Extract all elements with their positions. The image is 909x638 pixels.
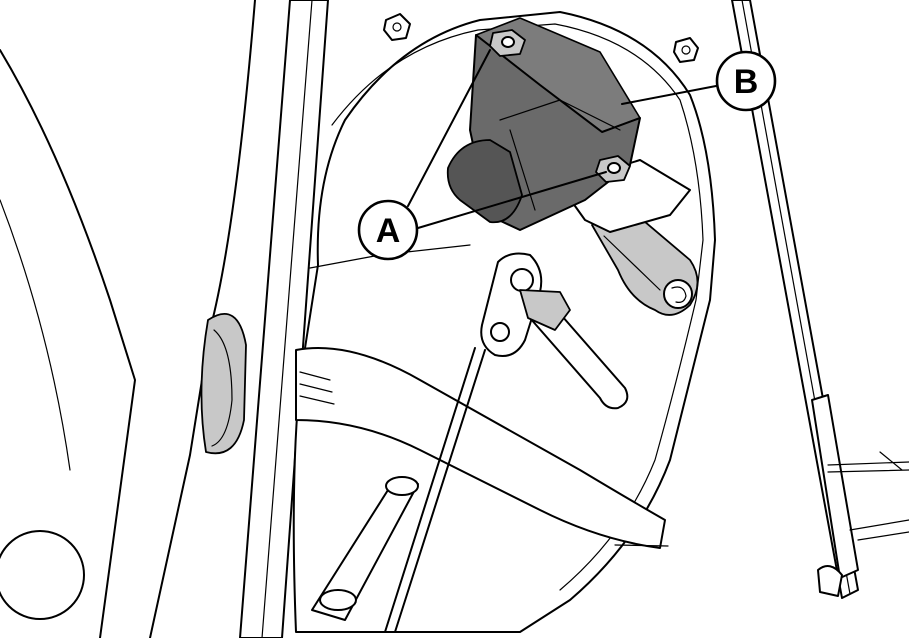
weld-nut-right xyxy=(673,37,699,63)
right-wire-lower xyxy=(849,519,909,541)
mounting-hole xyxy=(0,530,85,620)
frame-rail-left xyxy=(239,0,329,638)
cross-member-ribs xyxy=(299,371,335,405)
callout-a-circle xyxy=(357,199,419,261)
callout-b-label: B xyxy=(734,63,759,101)
right-wire-upper xyxy=(827,451,909,473)
linkage-rod xyxy=(384,347,486,633)
sensor-link-pivot-clip xyxy=(671,286,687,303)
cross-member xyxy=(295,347,666,549)
right-bracket-plate xyxy=(811,394,859,579)
hinge-bushing xyxy=(200,312,247,455)
left-body-panel xyxy=(0,49,136,638)
lower-rod-end xyxy=(319,589,357,611)
sensor-body-seam xyxy=(499,99,621,211)
access-opening-flange xyxy=(331,23,704,591)
sensor-mount-stud-lower xyxy=(607,162,621,174)
lever-hole-lower xyxy=(490,322,510,342)
weld-nut-left-hole xyxy=(392,22,402,32)
cross-member-lower-edge xyxy=(614,544,669,547)
callout-b-leader xyxy=(621,85,717,105)
callout-b-circle xyxy=(715,50,777,112)
callout-b: B xyxy=(715,50,777,112)
weld-nut-left xyxy=(383,13,411,41)
weld-nut-right-hole xyxy=(681,45,691,55)
left-body-inner-edge xyxy=(149,0,256,638)
callout-a: A xyxy=(357,199,419,261)
frame-rail-left-edge xyxy=(261,0,313,638)
callout-a-leader-upper xyxy=(407,49,491,207)
lower-rod-cap xyxy=(385,476,419,496)
left-body-crease xyxy=(0,199,71,471)
hinge-bushing-detail xyxy=(211,329,233,447)
lever-hole-upper xyxy=(510,268,534,292)
right-bracket-foot xyxy=(817,565,843,597)
sensor-link-arm-edge xyxy=(603,235,661,291)
callout-a-label: A xyxy=(376,212,401,250)
pin-clip xyxy=(519,289,571,331)
callout-a-leader-lower xyxy=(417,171,607,229)
sensor-mount-stud-upper xyxy=(501,36,515,48)
sensor-link-pivot xyxy=(663,279,693,309)
